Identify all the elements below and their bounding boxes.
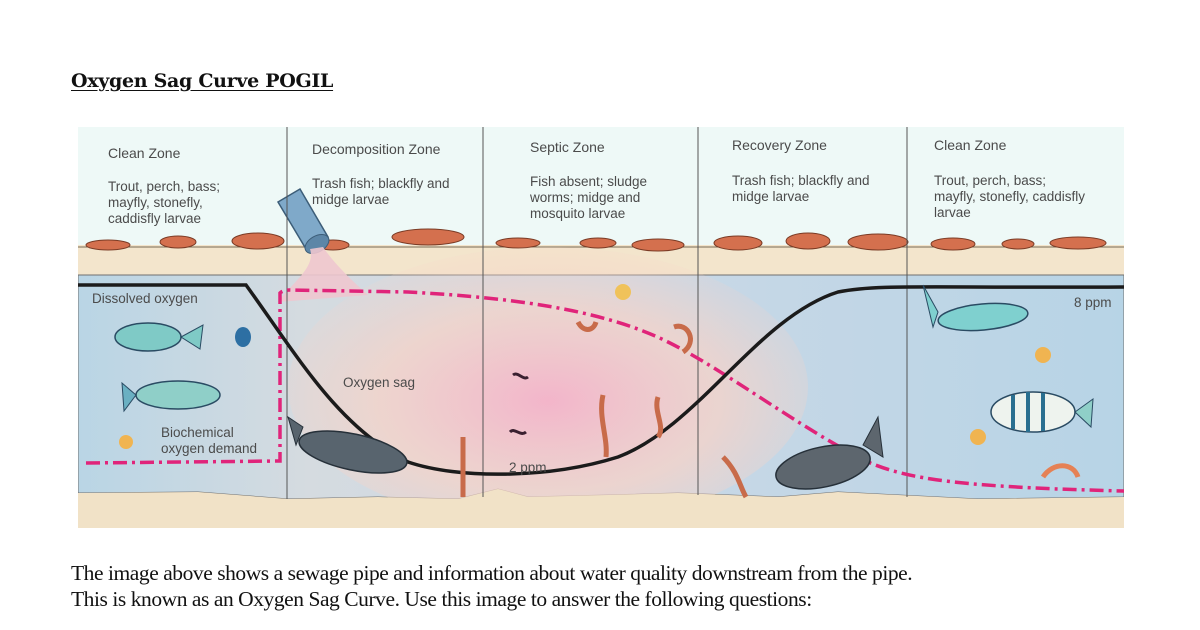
mosquito-larvae bbox=[508, 372, 529, 435]
zone-description: Trash fish; blackfly and midge larvae bbox=[732, 173, 870, 204]
bod-label: Biochemical oxygen demand bbox=[161, 425, 258, 456]
zone-dividers bbox=[286, 127, 908, 499]
document-title: Oxygen Sag Curve POGIL bbox=[71, 70, 334, 92]
paragraph-line: The image above shows a sewage pipe and … bbox=[71, 561, 913, 585]
sludge-worms bbox=[460, 320, 749, 499]
bank-rocks bbox=[85, 228, 1107, 252]
zone-name: Decomposition Zone bbox=[312, 141, 441, 157]
oxygen-sag-label: Oxygen sag bbox=[343, 375, 416, 390]
clean-zone-fish bbox=[114, 322, 251, 449]
zone-name: Clean Zone bbox=[108, 145, 181, 161]
dissolved-oxygen-label: Dissolved oxygen bbox=[92, 291, 198, 306]
zone-description: Fish absent; sludge worms; midge and mos… bbox=[530, 174, 648, 221]
zone-name: Recovery Zone bbox=[732, 137, 827, 153]
recovery-zone-carp bbox=[775, 415, 884, 490]
paragraph-line: This is known as an Oxygen Sag Curve. Us… bbox=[71, 587, 812, 611]
zone-name: Septic Zone bbox=[530, 139, 605, 155]
pollution-plume bbox=[288, 247, 808, 527]
zone-description: Trash fish; blackfly and midge larvae bbox=[312, 176, 450, 207]
clean-zone-trout-perch bbox=[922, 284, 1094, 479]
dissolved-oxygen-curve bbox=[78, 283, 1124, 476]
zone-description: Trout, perch, bass; mayfly, stonefly, ca… bbox=[108, 179, 221, 226]
intro-paragraph: The image above shows a sewage pipe and … bbox=[71, 560, 913, 612]
min-do-label: 2 ppm bbox=[509, 460, 547, 475]
max-do-label: 8 ppm bbox=[1074, 295, 1112, 310]
river-sediment bbox=[78, 489, 1124, 528]
trash-fish-catfish bbox=[287, 415, 408, 474]
oxygen-sag-diagram: Clean Zone Trout, perch, bass; mayfly, s… bbox=[78, 127, 1124, 528]
sewage-pipe bbox=[276, 187, 368, 302]
diagram-illustration bbox=[78, 127, 1124, 528]
zone-description: Trout, perch, bass; mayfly, stonefly, ca… bbox=[934, 173, 1086, 220]
midge-larva bbox=[615, 284, 631, 300]
zone-name: Clean Zone bbox=[934, 137, 1007, 153]
